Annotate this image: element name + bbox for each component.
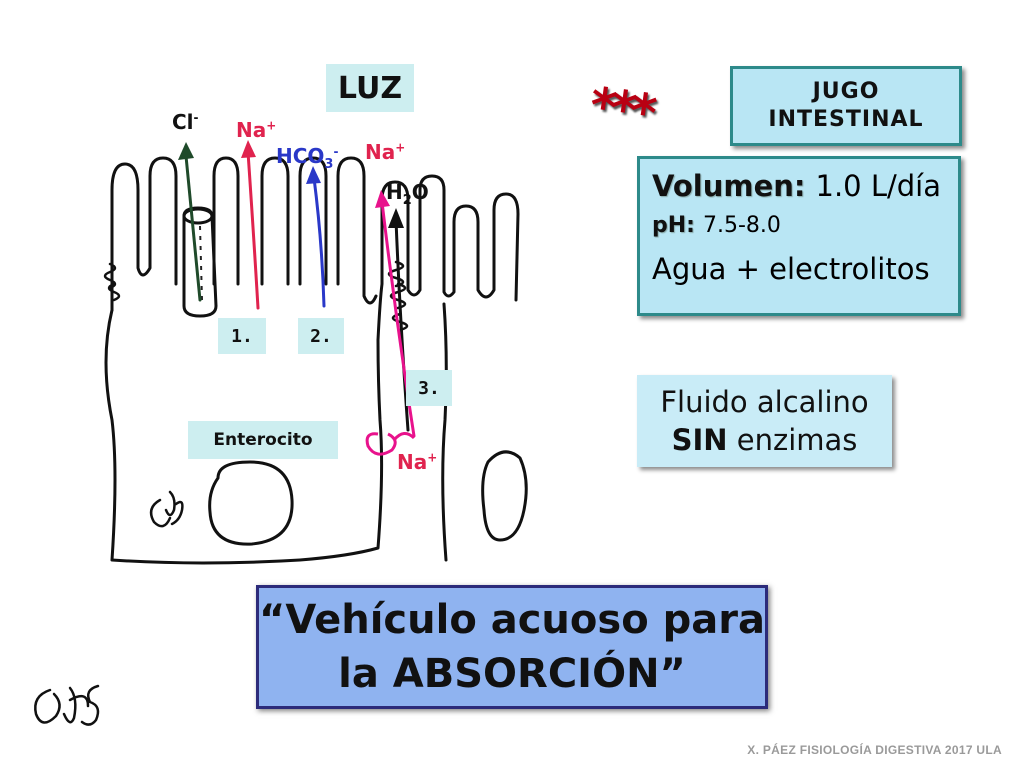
cl-arrowhead [178, 142, 194, 160]
cl-arrow [184, 154, 202, 302]
ion-cl: Cl- [172, 110, 199, 134]
fluido-box: Fluido alcalino SIN enzimas [637, 375, 892, 467]
footer-credit: X. PÁEZ FISIOLOGÍA DIGESTIVA 2017 ULA [747, 743, 1002, 757]
ph-value: 7.5-8.0 [702, 213, 781, 238]
nucleus-right [481, 450, 528, 542]
volumen-label: Volumen: [652, 169, 806, 203]
jugo-line2: INTESTINAL [768, 107, 924, 132]
left-cell-outline [110, 156, 378, 312]
left-cell-body [104, 308, 384, 565]
volumen-value: 1.0 L/día [815, 169, 942, 203]
vehiculo-line1: “Vehículo acuoso para [259, 597, 765, 643]
enterocito-label: Enterocito [188, 421, 338, 459]
hco3-arrow [312, 176, 326, 308]
na-arrow-1 [246, 150, 260, 310]
tight-junction-left [103, 262, 121, 302]
volumen-row: Volumen: 1.0 L/día [652, 169, 946, 203]
hco3-arrowhead [306, 166, 321, 184]
na-pump-arrow [392, 432, 416, 442]
signature-small [149, 490, 184, 528]
ion-h2o: H2O [386, 180, 429, 208]
vehiculo-box: “Vehículo acuoso para la ABSORCIÓN” [256, 585, 768, 709]
star-rating-marks: *** [586, 76, 655, 142]
ph-label: pH: [652, 213, 695, 238]
ion-na-3: Na+ [397, 450, 438, 474]
na-arrowhead-3 [375, 190, 390, 208]
right-cell-outline [376, 174, 520, 342]
vehiculo-line2: la ABSORCIÓN” [338, 651, 686, 697]
composition: Agua + electrolitos [652, 252, 930, 286]
fluido-line1: Fluido alcalino [660, 385, 869, 419]
jugo-intestinal-box: JUGO INTESTINAL [730, 66, 962, 146]
fluido-sin: SIN [671, 423, 728, 457]
na-arrowhead-1 [241, 140, 256, 158]
right-cell-body [441, 302, 448, 562]
ion-na-1: Na+ [236, 118, 277, 142]
properties-box: Volumen: 1.0 L/día pH: 7.5-8.0 Agua + el… [637, 156, 961, 316]
jugo-line1: JUGO [812, 79, 880, 104]
h2o-arrowhead [388, 208, 404, 228]
luz-label: LUZ [326, 64, 414, 112]
fluido-line2: SIN enzimas [672, 421, 858, 459]
ion-na-2: Na+ [365, 140, 406, 164]
transporter-label-3: 3. [406, 370, 452, 406]
na-pump-loop [365, 432, 397, 456]
na-arrow-3 [380, 200, 416, 438]
transporter-label-2: 2. [298, 318, 344, 354]
ion-hco3: HCO3- [276, 144, 339, 172]
transporter-label-1: 1. [218, 318, 266, 354]
nucleus-left [208, 460, 294, 546]
signature-large [34, 684, 100, 726]
fluido-enzimas: enzimas [727, 423, 858, 457]
ph-row: pH: 7.5-8.0 [652, 213, 946, 238]
